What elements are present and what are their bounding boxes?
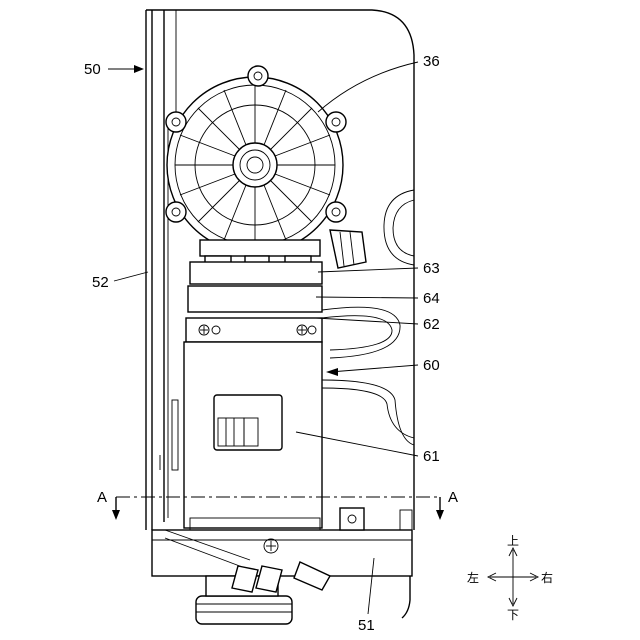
label-51: 51 [358, 617, 375, 634]
label-62: 62 [423, 316, 440, 333]
label-50: 50 [84, 61, 101, 78]
label-36: 36 [423, 53, 440, 70]
label-60: 60 [423, 357, 440, 374]
direction-indicator: 上 下 左 右 [467, 534, 553, 622]
plate-63 [190, 262, 322, 284]
band-64 [188, 286, 322, 312]
bracket-62 [186, 318, 322, 342]
direction-down: 下 [507, 608, 519, 622]
label-61: 61 [423, 448, 440, 465]
side-hose [322, 190, 414, 445]
direction-up: 上 [507, 534, 519, 548]
direction-right: 右 [541, 570, 553, 585]
label-63: 63 [423, 260, 440, 277]
section-label-right: A [448, 489, 458, 506]
label-64: 64 [423, 290, 440, 307]
direction-left: 左 [467, 570, 479, 585]
tank-60 [184, 342, 322, 528]
label-52: 52 [92, 274, 109, 291]
section-label-left: A [97, 489, 107, 506]
